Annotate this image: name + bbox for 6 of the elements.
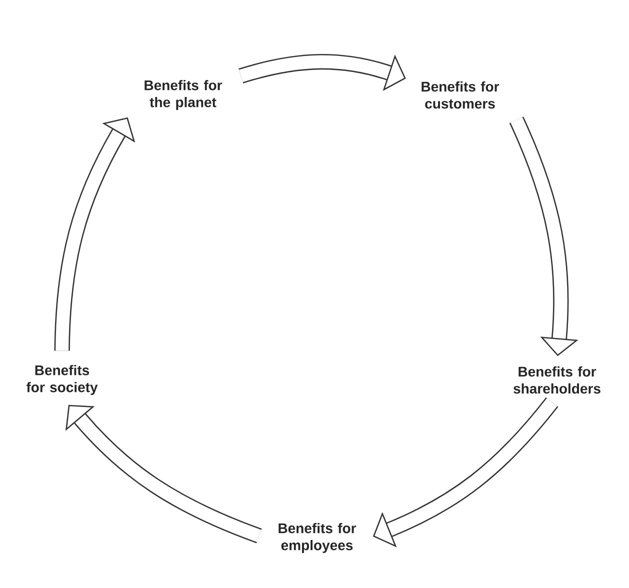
node-label: Benefits for employees — [278, 522, 356, 553]
node-label: Benefits for customers — [422, 81, 500, 109]
node-label: Benefits for the planet — [144, 80, 222, 110]
block-arrow — [66, 404, 262, 544]
node-label: Benefits for society — [26, 364, 98, 395]
node-label: Benefits for shareholders — [514, 366, 600, 394]
